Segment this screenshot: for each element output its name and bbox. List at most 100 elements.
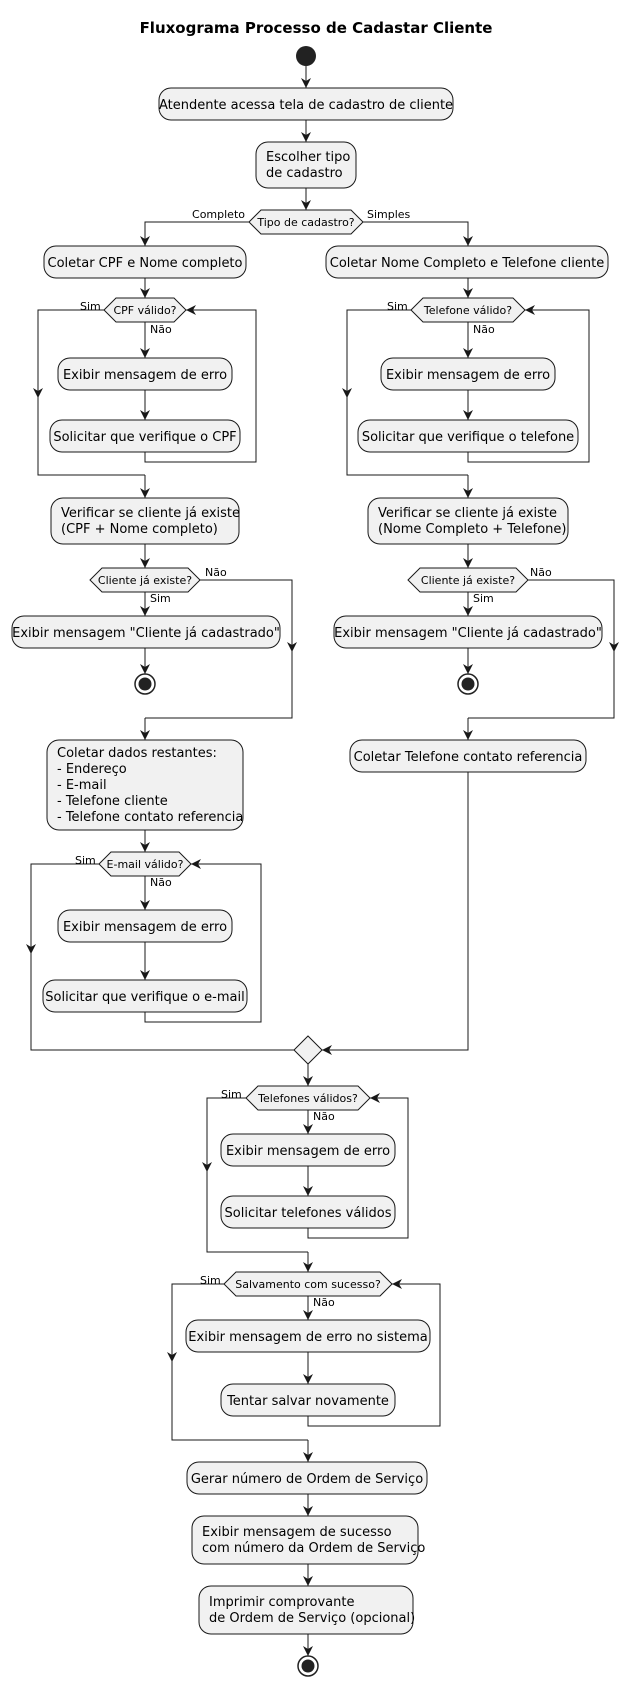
action-tentar-salvar-box xyxy=(220,1383,396,1417)
action-imprimir-label-line: de Ordem de Serviço (opcional) xyxy=(209,1611,415,1626)
action-ja-cadastrado-simples-label: Exibir mensagem "Cliente já cadastrado" xyxy=(334,626,602,641)
end-node-completo xyxy=(134,673,156,695)
decision-telefone-valido-label: Telefone válido? xyxy=(423,304,512,317)
decision-salvamento-label: Salvamento com sucesso? xyxy=(235,1278,381,1291)
action-erro-telefones: Exibir mensagem de erro xyxy=(220,1133,396,1167)
action-erro-cpf-label: Exibir mensagem de erro xyxy=(63,368,227,383)
action-erro-sistema-box xyxy=(185,1319,431,1353)
decision-tipo-cadastro-label: Tipo de cadastro? xyxy=(256,216,354,229)
action-coletar-restantes-label-line: - Telefone cliente xyxy=(57,794,168,809)
action-coletar-tel-ref: Coletar Telefone contato referencia xyxy=(349,739,587,773)
label-existe-simples-nao: Não xyxy=(530,566,552,579)
action-erro-tel: Exibir mensagem de erro xyxy=(380,357,556,391)
end-node-completo-ring xyxy=(134,673,156,695)
action-coletar-cpf-nome-box xyxy=(43,245,247,279)
action-solicitar-email: Solicitar que verifique o e-mail xyxy=(42,979,248,1013)
action-verificar-tel-label-line: Verificar se cliente já existe xyxy=(378,506,557,521)
action-coletar-nome-tel-label: Coletar Nome Completo e Telefone cliente xyxy=(330,256,604,271)
action-verificar-tel-label-line: (Nome Completo + Telefone) xyxy=(378,522,567,537)
action-solicitar-cpf-label: Solicitar que verifique o CPF xyxy=(53,430,236,445)
label-salvamento-sim: Sim xyxy=(200,1274,221,1287)
action-msg-sucesso-label-line: com número da Ordem de Serviço xyxy=(202,1541,425,1556)
action-verificar-tel: Verificar se cliente já existe(Nome Comp… xyxy=(367,497,569,545)
decision-tipo-cadastro: Tipo de cadastro? xyxy=(248,209,364,235)
decision-existe-completo-label: Cliente já existe? xyxy=(98,574,192,587)
action-ja-cadastrado-completo-box xyxy=(11,615,281,649)
action-verificar-cpf: Verificar se cliente já existe(CPF + Nom… xyxy=(50,497,240,545)
action-erro-tel-label: Exibir mensagem de erro xyxy=(386,368,550,383)
decision-email-valido-label: E-mail válido? xyxy=(107,858,184,871)
action-acessa-tela: Atendente acessa tela de cadastro de cli… xyxy=(158,87,454,121)
action-erro-cpf-box xyxy=(57,357,233,391)
action-escolher-tipo-box xyxy=(255,141,357,189)
action-verificar-tel-box xyxy=(367,497,569,545)
action-erro-email-box xyxy=(57,909,233,943)
decision-existe-simples-shape xyxy=(407,567,529,593)
action-verificar-cpf-label-line: (CPF + Nome completo) xyxy=(61,522,218,537)
action-solicitar-tel: Solicitar que verifique o telefone xyxy=(357,419,579,453)
action-imprimir-label-line: Imprimir comprovante xyxy=(209,1595,354,1610)
action-gerar-os-box xyxy=(186,1461,428,1495)
action-ja-cadastrado-simples-box xyxy=(333,615,603,649)
edge-salvamento-sim-line xyxy=(171,1283,308,1441)
label-existe-simples-sim: Sim xyxy=(473,592,494,605)
flow-edges xyxy=(26,66,619,1656)
action-solicitar-telefones-box xyxy=(220,1195,396,1229)
action-coletar-restantes-label-line: - Endereço xyxy=(57,762,127,777)
decision-email-valido-shape xyxy=(98,851,192,877)
end-node-final-core xyxy=(301,1659,315,1673)
action-erro-sistema-label: Exibir mensagem de erro no sistema xyxy=(188,1330,427,1345)
decision-salvamento: Salvamento com sucesso? xyxy=(223,1271,393,1297)
decision-telefones-validos-label: Telefones válidos? xyxy=(257,1092,358,1105)
label-cpf-sim: Sim xyxy=(80,300,101,313)
decision-existe-simples-label: Cliente já existe? xyxy=(421,574,515,587)
end-node-completo-core xyxy=(138,677,152,691)
action-gerar-os-label: Gerar número de Ordem de Serviço xyxy=(191,1472,423,1487)
action-acessa-tela-label: Atendente acessa tela de cadastro de cli… xyxy=(159,98,453,113)
action-solicitar-telefones: Solicitar telefones válidos xyxy=(220,1195,396,1229)
label-telefones-sim: Sim xyxy=(221,1088,242,1101)
decision-telefones-validos-shape xyxy=(245,1085,371,1111)
action-escolher-tipo-label-line: Escolher tipo xyxy=(266,150,350,165)
label-tel-nao: Não xyxy=(473,323,495,336)
label-existe-completo-nao: Não xyxy=(205,566,227,579)
label-simples: Simples xyxy=(367,208,411,221)
action-erro-email-label: Exibir mensagem de erro xyxy=(63,920,227,935)
action-msg-sucesso-label-line: Exibir mensagem de sucesso xyxy=(202,1525,392,1540)
action-solicitar-email-label: Solicitar que verifique o e-mail xyxy=(45,990,244,1005)
decision-tipo-cadastro-shape xyxy=(248,209,364,235)
action-coletar-restantes-label-line: Coletar dados restantes: xyxy=(57,746,217,761)
action-solicitar-telefones-label: Solicitar telefones válidos xyxy=(225,1206,392,1221)
action-ja-cadastrado-completo: Exibir mensagem "Cliente já cadastrado" xyxy=(11,615,281,649)
action-erro-telefones-box xyxy=(220,1133,396,1167)
decision-cpf-valido-shape xyxy=(103,297,187,323)
decision-salvamento-shape xyxy=(223,1271,393,1297)
action-coletar-cpf-nome: Coletar CPF e Nome completo xyxy=(43,245,247,279)
action-erro-email: Exibir mensagem de erro xyxy=(57,909,233,943)
decision-email-valido: E-mail válido? xyxy=(98,851,192,877)
decision-cpf-valido: CPF válido? xyxy=(103,297,187,323)
edge-tel-loop xyxy=(467,305,590,463)
label-cpf-nao: Não xyxy=(150,323,172,336)
end-node-simples-core xyxy=(461,677,475,691)
label-existe-completo-sim: Sim xyxy=(150,592,171,605)
action-coletar-nome-tel: Coletar Nome Completo e Telefone cliente xyxy=(325,245,609,279)
decision-telefones-validos: Telefones válidos? xyxy=(245,1085,371,1111)
decision-telefone-valido-shape xyxy=(410,297,526,323)
end-node-final-ring xyxy=(297,1655,319,1677)
decision-existe-completo-shape xyxy=(89,567,201,593)
decision-existe-completo: Cliente já existe? xyxy=(89,567,201,593)
action-solicitar-email-box xyxy=(42,979,248,1013)
action-escolher-tipo-label-line: de cadastro xyxy=(266,166,343,181)
edge-tipo-completo xyxy=(140,221,249,246)
edge-salvamento-loop xyxy=(307,1279,441,1427)
edge-telefones-loop xyxy=(307,1093,409,1239)
decision-telefone-valido: Telefone válido? xyxy=(410,297,526,323)
action-tentar-salvar-label: Tentar salvar novamente xyxy=(226,1394,389,1409)
action-coletar-tel-ref-label: Coletar Telefone contato referencia xyxy=(354,750,583,765)
